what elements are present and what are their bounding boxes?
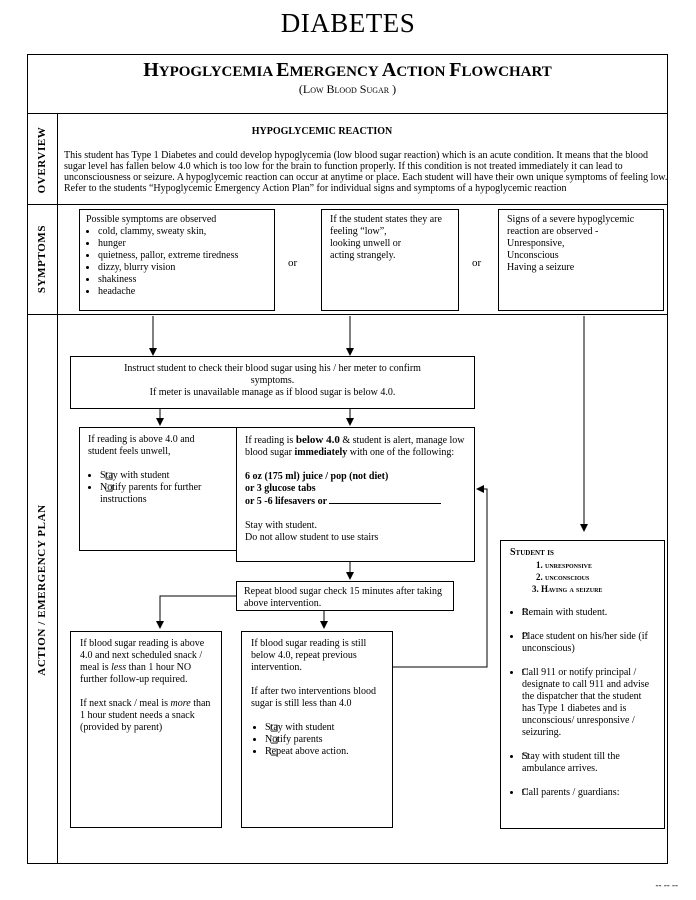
still-below-4-box: If blood sugar reading is still below 4.… bbox=[241, 631, 393, 828]
list-item: Call 911 or notify principal / designate… bbox=[522, 667, 655, 739]
symptoms-intro: Possible symptoms are observed bbox=[86, 214, 217, 225]
list-item: 1. unresponsive bbox=[536, 560, 593, 570]
text-line: Unresponsive, bbox=[507, 238, 565, 249]
text-line: Signs of a severe hypoglycemic bbox=[507, 214, 635, 225]
text-block: If next snack / meal is more than 1 hour… bbox=[80, 698, 211, 733]
label-column-divider bbox=[57, 113, 58, 864]
symptoms-box-observed: Possible symptoms are observed cold, cla… bbox=[79, 209, 275, 311]
above-4-actions: Stay with student Notify parents for fur… bbox=[88, 470, 233, 506]
title-divider bbox=[27, 113, 668, 114]
text-line: Do not allow student to use stairs bbox=[245, 532, 379, 543]
list-item: Place student on his/her side (if uncons… bbox=[522, 631, 655, 655]
list-item: quietness, pallor, extreme tiredness bbox=[98, 250, 268, 262]
still-below-actions: Stay with student Notify parents Repeat … bbox=[251, 722, 383, 758]
list-item: 3. Having a seizure bbox=[532, 584, 603, 594]
fill-in-blank bbox=[329, 495, 442, 504]
overview-heading: HYPOGLYCEMIC REACTION bbox=[251, 126, 393, 137]
severe-heading: Student is bbox=[510, 547, 554, 558]
overview-text: This student has Type 1 Diabetes and cou… bbox=[64, 150, 668, 194]
list-item: Call parents / guardians: bbox=[522, 787, 655, 799]
flowchart-title: HYPOGLYCEMIA EMERGENCY ACTION FLOWCHART bbox=[143, 59, 552, 81]
flowchart-subtitle: (Low Blood Sugar ) bbox=[298, 82, 397, 96]
arrow-loop-back bbox=[392, 485, 488, 668]
symptoms-box-feeling-low: If the student states they are feeling “… bbox=[321, 209, 459, 311]
page-footer: -- -- -- bbox=[655, 880, 678, 890]
list-item: Notify parents for further instructions bbox=[100, 482, 233, 506]
text-line: or 3 glucose tabs bbox=[245, 483, 316, 494]
symptoms-box-severe: Signs of a severe hypoglycemic reaction … bbox=[498, 209, 664, 311]
text-block: If blood sugar reading is above 4.0 and … bbox=[80, 638, 205, 685]
text-line: acting strangely. bbox=[330, 250, 396, 261]
severe-conditions: 1. unresponsive 2. unconscious 3. Having… bbox=[510, 559, 655, 595]
overview-divider bbox=[27, 204, 668, 205]
list-item: Repeat above action. bbox=[265, 746, 383, 758]
list-item: dizzy, blurry vision bbox=[98, 262, 268, 274]
flowchart-frame bbox=[27, 54, 668, 864]
stay-instructions: Stay with student. Do not allow student … bbox=[245, 520, 466, 544]
text-line: Instruct student to check their blood su… bbox=[124, 363, 421, 374]
text-block: If blood sugar reading is still below 4.… bbox=[251, 638, 367, 673]
text-line: If the student states they are bbox=[330, 214, 442, 225]
list-item: Notify parents bbox=[265, 734, 383, 746]
list-item: Remain with student. bbox=[522, 607, 655, 619]
above-4-recheck-box: If blood sugar reading is above 4.0 and … bbox=[70, 631, 222, 828]
list-item: cold, clammy, sweaty skin, bbox=[98, 226, 268, 238]
above-4-box: If reading is above 4.0 and student feel… bbox=[79, 427, 242, 551]
text-line: If reading is above 4.0 and bbox=[88, 434, 195, 445]
list-item: headache bbox=[98, 286, 268, 298]
list-item: Stay with student till the ambulance arr… bbox=[522, 751, 655, 775]
text-line: Stay with student. bbox=[245, 520, 317, 531]
symptoms-list: cold, clammy, sweaty skin, hunger quietn… bbox=[86, 226, 268, 298]
text-line: If meter is unavailable manage as if blo… bbox=[149, 387, 396, 398]
text-line: or 5 -6 lifesavers or bbox=[245, 495, 466, 508]
text-line: looking unwell or bbox=[330, 238, 402, 249]
or-connector: or bbox=[472, 257, 482, 269]
text-line: Repeat blood sugar check 15 minutes afte… bbox=[244, 586, 442, 597]
text-block: If after two interventions blood sugar i… bbox=[251, 686, 376, 709]
below-4-box: If reading is below 4.0 & student is ale… bbox=[236, 427, 475, 562]
text-line: student feels unwell, bbox=[88, 446, 171, 457]
check-blood-sugar-box: Instruct student to check their blood su… bbox=[70, 356, 475, 409]
list-item: hunger bbox=[98, 238, 268, 250]
page-title: DIABETES bbox=[280, 8, 416, 38]
below-4-instructions: If reading is below 4.0 & student is ale… bbox=[245, 434, 465, 458]
text-line: Unconscious bbox=[507, 250, 559, 261]
repeat-check-box: Repeat blood sugar check 15 minutes afte… bbox=[236, 581, 454, 611]
treatment-options: 6 oz (175 ml) juice / pop (not diet) or … bbox=[245, 471, 466, 508]
list-item: shakiness bbox=[98, 274, 268, 286]
or-connector: or bbox=[288, 257, 298, 269]
list-item: Stay with student bbox=[265, 722, 383, 734]
list-item: 2. unconscious bbox=[536, 572, 590, 582]
list-item: Stay with student bbox=[100, 470, 233, 482]
text-line: feeling “low”, bbox=[330, 226, 387, 237]
text-line: above intervention. bbox=[244, 598, 322, 609]
severe-actions: Remain with student. Place student on hi… bbox=[510, 607, 655, 799]
severe-emergency-box: Student is 1. unresponsive 2. unconsciou… bbox=[500, 540, 665, 829]
text-line: reaction are observed - bbox=[507, 226, 599, 237]
symptoms-divider bbox=[27, 314, 668, 315]
text-line: symptoms. bbox=[250, 375, 295, 386]
text-line: Having a seizure bbox=[507, 262, 575, 273]
arrow-repeat-to-above2 bbox=[156, 595, 236, 629]
text-line: 6 oz (175 ml) juice / pop (not diet) bbox=[245, 471, 389, 482]
